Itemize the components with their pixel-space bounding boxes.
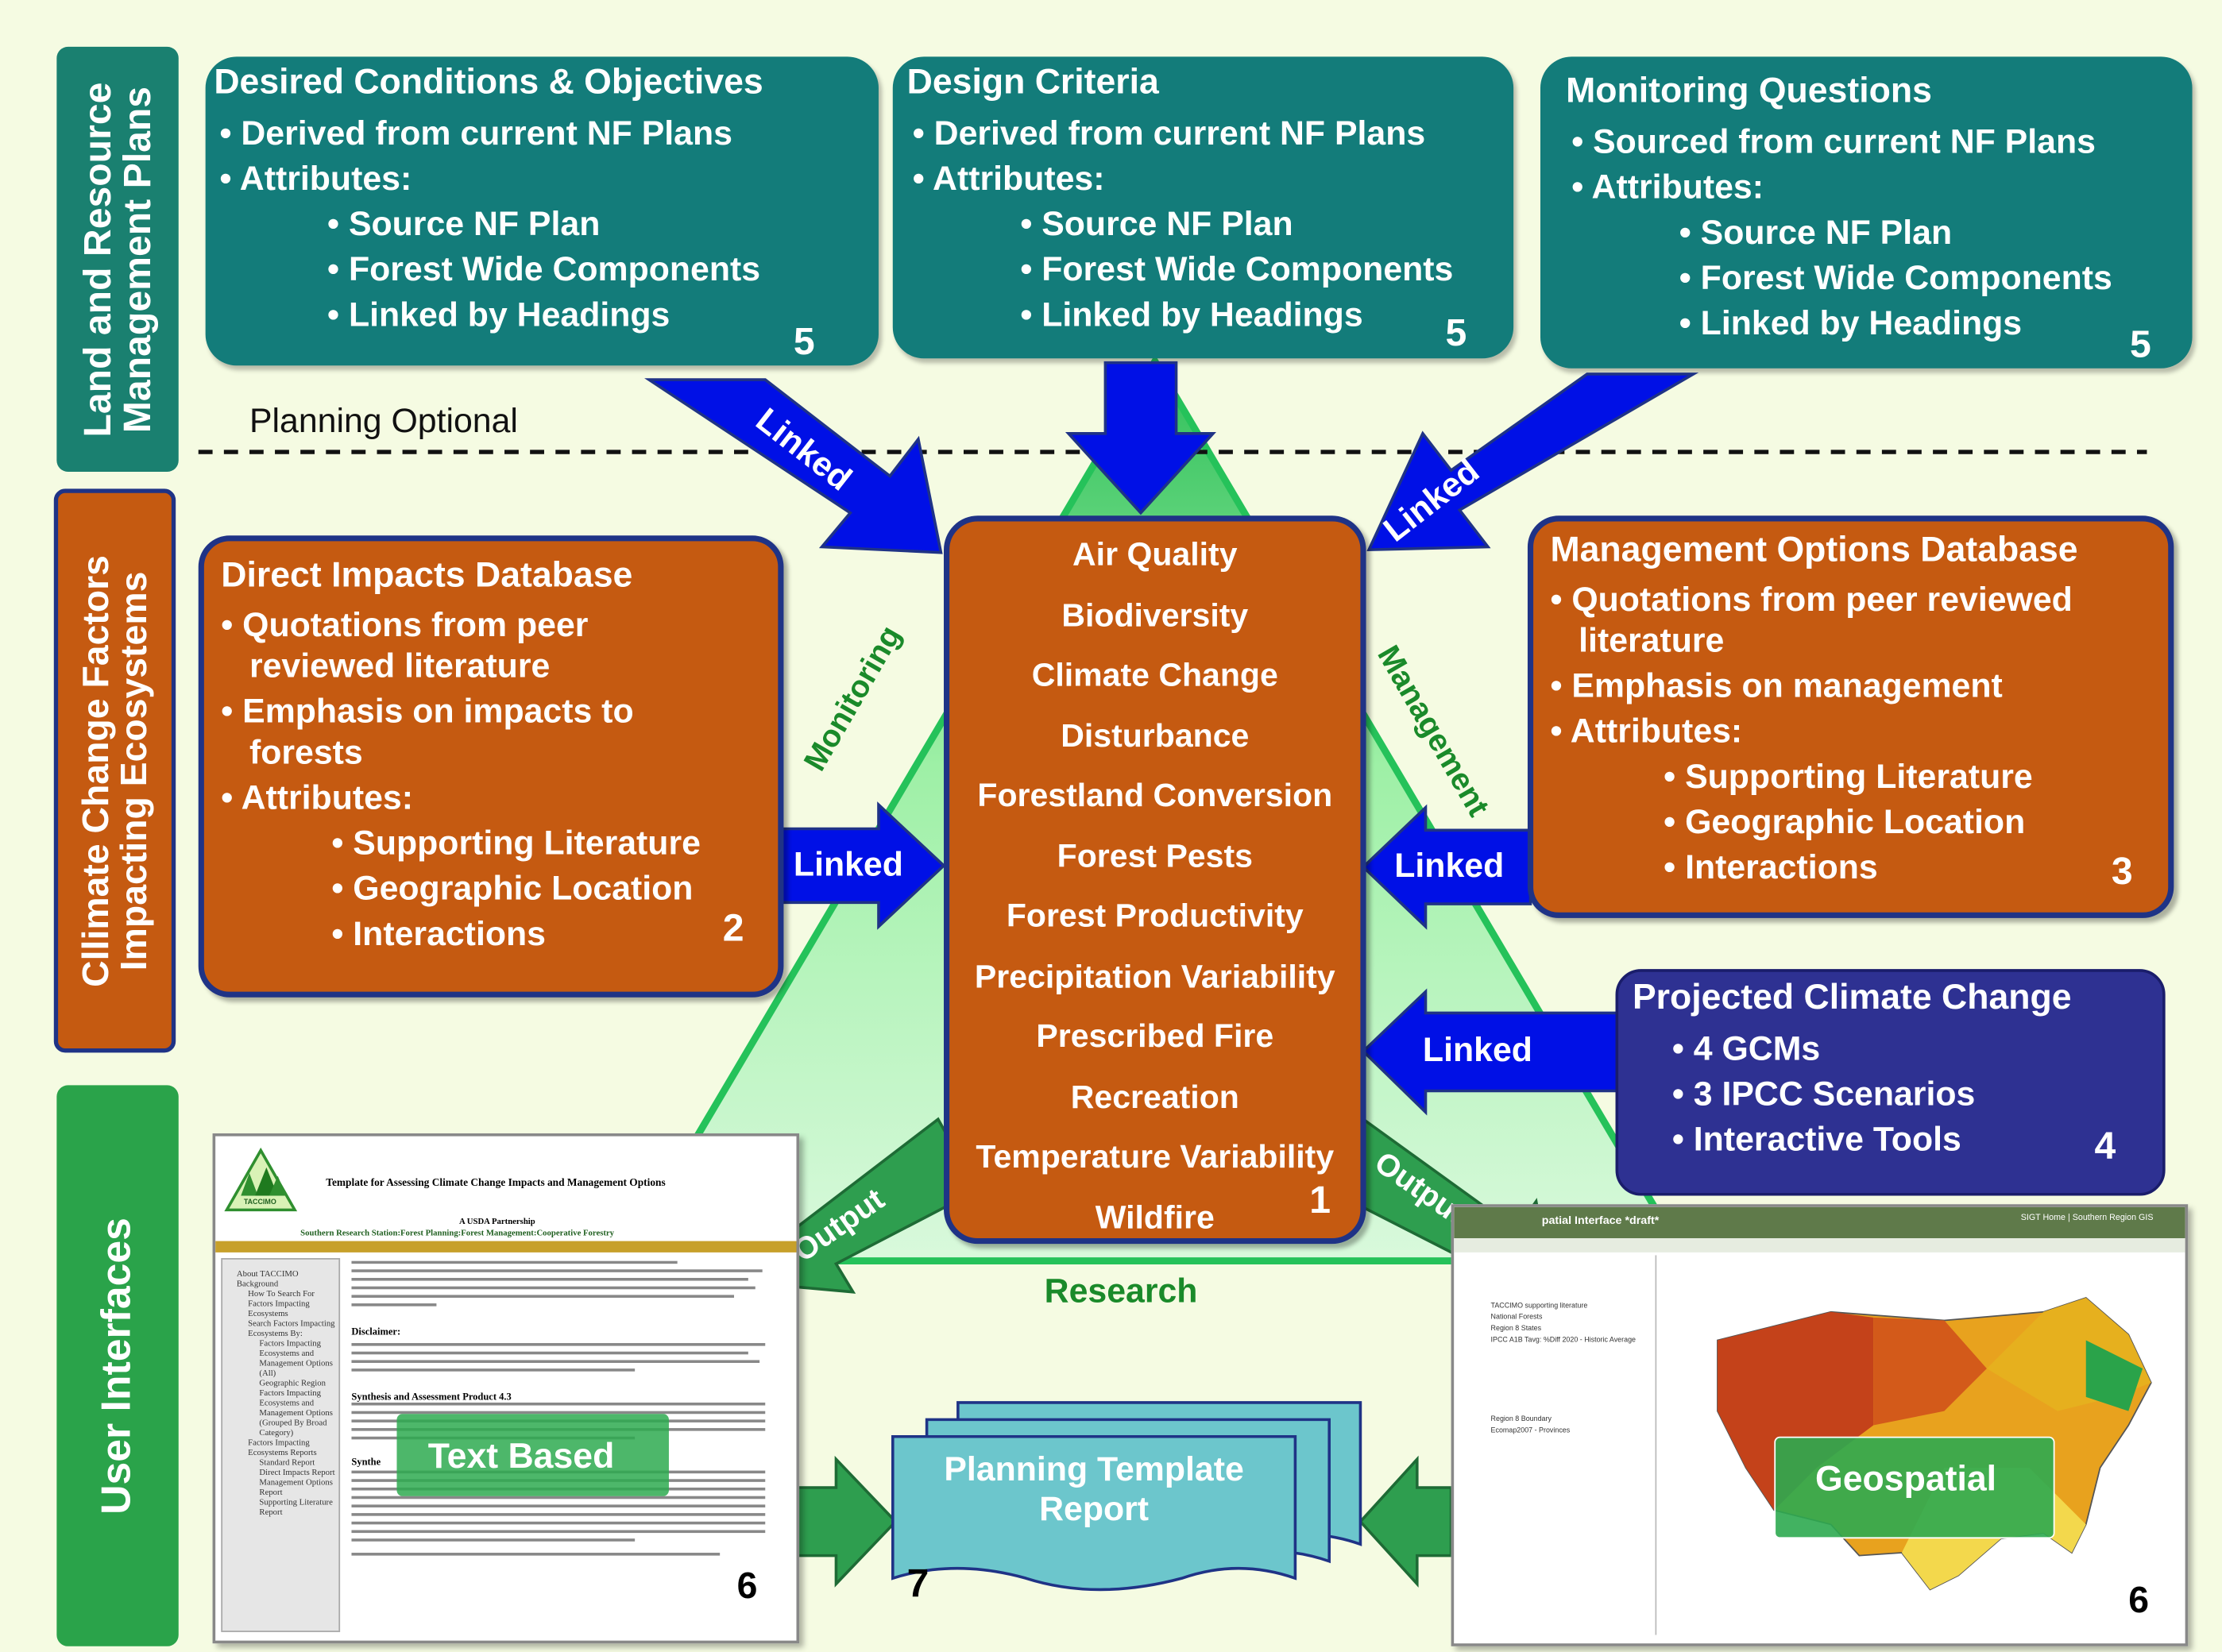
- taccimo-logo-icon: [224, 1147, 298, 1212]
- layer-item[interactable]: Region 8 States: [1490, 1324, 1542, 1334]
- linked-arrow-top-right: [1366, 372, 1699, 551]
- factor-item: Temperature Variability: [976, 1137, 1335, 1175]
- text-based-interface-screenshot: TACCIMO Template for Assessing Climate C…: [212, 1133, 800, 1644]
- side-tab-land-resource: Land and Resource Management Plans: [56, 46, 179, 473]
- geo-header-links[interactable]: SIGT Home | Southern Region GIS: [2020, 1214, 2154, 1223]
- nav-item[interactable]: Search Factors Impacting Ecosystems By:: [248, 1320, 335, 1339]
- nav-item[interactable]: Supporting Literature Report: [259, 1499, 333, 1518]
- geo-title: patial Interface *draft*: [1541, 1214, 1660, 1227]
- report-arrow-left: [794, 1455, 898, 1588]
- box-number: 3: [2111, 850, 2133, 893]
- planning-optional-label: Planning Optional: [249, 402, 518, 441]
- factor-item: Forestland Conversion: [977, 776, 1333, 813]
- linked-arrow-projected: [1361, 988, 1620, 1116]
- factor-item: Disturbance: [1061, 716, 1250, 754]
- linked-arrow-top-center: [1065, 361, 1216, 515]
- text-based-label-box: [396, 1414, 669, 1496]
- box-title: Projected Climate Change: [1632, 977, 2072, 1017]
- report-arrow-right: [1358, 1455, 1453, 1588]
- stations-text: Southern Research Station:Forest Plannin…: [300, 1229, 615, 1239]
- side-tab-climate-factors: Cllimate Change Factors Impacting Ecosys…: [53, 488, 176, 1053]
- report-label: Planning Template Report: [944, 1450, 1244, 1529]
- box-title: Direct Impacts Database: [221, 555, 633, 596]
- factor-item: Forest Pests: [1057, 836, 1253, 874]
- box-number: 5: [793, 320, 815, 363]
- nav-item[interactable]: Factors Impacting Ecosystems and Managem…: [259, 1389, 333, 1438]
- nav-item[interactable]: Direct Impacts Report: [259, 1469, 335, 1478]
- geo-title-bar: patial Interface *draft* SIGT Home | Sou…: [1454, 1206, 2185, 1239]
- factor-item: Forest Productivity: [1006, 897, 1304, 934]
- box-number: 5: [2130, 322, 2151, 366]
- linked-label-projected: Linked: [1422, 1031, 1532, 1070]
- disclaimer-heading: Disclaimer:: [351, 1326, 401, 1337]
- layer-item[interactable]: Region 8 Boundary: [1490, 1415, 1552, 1424]
- partnership-text: A USDA Partnership: [458, 1218, 535, 1227]
- factor-item: Recreation: [1070, 1077, 1239, 1114]
- factor-item: Biodiversity: [1061, 596, 1249, 633]
- factor-item: Air Quality: [1072, 535, 1238, 573]
- factor-item: Prescribed Fire: [1036, 1017, 1274, 1055]
- synthesis-heading: Synthesis and Assessment Product 4.3: [351, 1391, 512, 1403]
- nav-item[interactable]: Factors Impacting Ecosystems and Managem…: [259, 1340, 333, 1379]
- nav-item[interactable]: About TACCIMO: [236, 1271, 299, 1280]
- research-label: Research: [1044, 1272, 1198, 1311]
- linked-label-left: Linked: [793, 845, 903, 885]
- geospatial-interface-screenshot: patial Interface *draft* SIGT Home | Sou…: [1451, 1204, 2189, 1646]
- desired-conditions-box: Desired Conditions & Objectives • Derive…: [205, 56, 879, 366]
- nav-item[interactable]: How To Search For Factors Impacting Ecos…: [248, 1291, 315, 1319]
- factor-item: Wildfire: [1095, 1198, 1215, 1235]
- nav-item[interactable]: Geographic Region: [259, 1380, 326, 1389]
- box-number: 5: [1445, 311, 1467, 354]
- geospatial-label-box: [1774, 1436, 2055, 1539]
- text-based-number: 6: [736, 1564, 758, 1607]
- box-title: Management Options Database: [1550, 530, 2078, 570]
- report-number: 7: [906, 1561, 929, 1606]
- monitoring-questions-box: Monitoring Questions • Sourced from curr…: [1540, 56, 2193, 369]
- linked-arrow-top-left: [644, 378, 943, 554]
- box-title: Monitoring Questions: [1566, 71, 1932, 111]
- side-nav: About TACCIMO Background How To Search F…: [221, 1258, 341, 1632]
- geo-layer-panel: TACCIMO supporting literature National F…: [1457, 1255, 1657, 1635]
- text-based-label: Text Based: [427, 1436, 615, 1476]
- management-options-box: Management Options Database • Quotations…: [1527, 515, 2174, 918]
- logo-text: TACCIMO: [243, 1198, 276, 1207]
- side-tab-user-interfaces: User Interfaces: [56, 1085, 179, 1646]
- geospatial-number: 6: [2128, 1578, 2150, 1621]
- synthesis-heading-2: Synthe: [351, 1456, 381, 1469]
- box-title: Desired Conditions & Objectives: [214, 62, 763, 102]
- box-number: 2: [722, 906, 744, 950]
- box-title: Design Criteria: [906, 62, 1159, 102]
- nav-item[interactable]: Factors Impacting Ecosystems Reports: [248, 1439, 317, 1458]
- center-factors-box: Air Quality Biodiversity Climate Change …: [944, 515, 1366, 1245]
- box-number: 4: [2094, 1125, 2116, 1168]
- layer-item[interactable]: TACCIMO supporting literature: [1490, 1302, 1588, 1311]
- planning-template-report-stack: [891, 1401, 1362, 1592]
- linked-arrow-right: [1361, 804, 1532, 930]
- linked-label-right: Linked: [1394, 847, 1505, 886]
- nav-item[interactable]: Background: [236, 1280, 279, 1290]
- factor-item: Precipitation Variability: [974, 956, 1335, 994]
- direct-impacts-box: Direct Impacts Database • Quotations fro…: [198, 535, 784, 998]
- linked-arrow-left: [780, 801, 946, 930]
- geo-toolbar: [1454, 1238, 2185, 1253]
- geospatial-label: Geospatial: [1815, 1459, 1997, 1500]
- box-number: 1: [1309, 1179, 1331, 1222]
- projected-climate-box: Projected Climate Change • 4 GCMs • 3 IP…: [1615, 969, 2166, 1196]
- nav-bar: Home: [215, 1241, 797, 1262]
- layer-item[interactable]: IPCC A1B Tavg: %Diff 2020 - Historic Ave…: [1490, 1336, 1637, 1345]
- nav-item[interactable]: Standard Report: [259, 1459, 315, 1469]
- page-header-title: Template for Assessing Climate Change Im…: [326, 1175, 666, 1189]
- nav-item[interactable]: Management Options Report: [259, 1479, 333, 1498]
- factor-item: Climate Change: [1031, 655, 1278, 693]
- design-criteria-box: Design Criteria • Derived from current N…: [892, 56, 1514, 359]
- layer-item[interactable]: National Forests: [1490, 1313, 1543, 1322]
- layer-item[interactable]: Ecomap2007 - Provinces: [1490, 1426, 1571, 1435]
